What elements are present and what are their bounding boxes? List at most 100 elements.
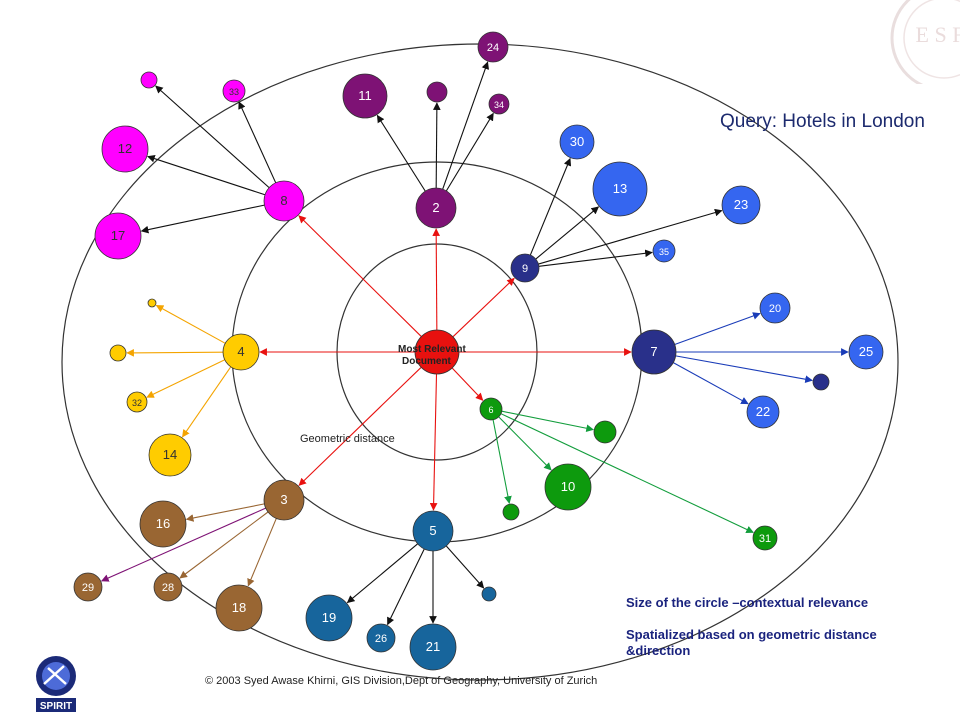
node-n9 — [510, 253, 540, 283]
edge-center-n9 — [452, 277, 515, 338]
node-label-n10: 10 — [561, 479, 575, 494]
node-label-n33: 33 — [229, 87, 239, 97]
university-seal: E S F — [890, 0, 960, 84]
edge-center-n2 — [432, 228, 441, 331]
edge-center-n6 — [451, 367, 484, 401]
node-n33 — [222, 79, 246, 103]
edge-center-n3 — [298, 366, 422, 486]
edge-n4-n14 — [182, 366, 232, 438]
spirit-logo: SPIRIT — [36, 656, 76, 712]
node-n10 — [544, 463, 592, 511]
edge-n6-u_green_b — [492, 419, 512, 504]
edge-n8-u_magenta — [155, 85, 270, 189]
node-u_teal — [481, 586, 497, 602]
edge-n4-n32 — [146, 359, 226, 398]
center-label: Most Relevant Document — [398, 344, 466, 368]
center-label-line2: Document — [402, 356, 451, 367]
node-u_green_b — [502, 503, 520, 521]
node-label-n25: 25 — [859, 344, 873, 359]
node-n23 — [721, 185, 761, 225]
node-u_green_a — [593, 420, 617, 444]
note-spatialized: Spatialized based on geometric distance — [626, 627, 877, 642]
node-label-n11: 11 — [358, 88, 372, 103]
node-label-n6: 6 — [488, 405, 493, 415]
node-label-n20: 20 — [769, 303, 781, 315]
node-label-n9: 9 — [522, 263, 528, 275]
node-label-n26: 26 — [375, 633, 387, 645]
note-direction: &direction — [626, 643, 691, 658]
edge-n9-n35 — [538, 249, 653, 267]
node-label-n19: 19 — [322, 610, 336, 625]
edge-n5-u_teal — [445, 545, 485, 589]
edge-n5-n26 — [387, 548, 425, 626]
node-label-n34: 34 — [494, 100, 504, 110]
edge-n6-n10 — [498, 416, 552, 471]
node-n8 — [263, 180, 305, 222]
node-label-n28: 28 — [162, 582, 174, 594]
node-n11 — [342, 73, 388, 119]
edge-n7-u_navy — [675, 355, 813, 383]
edge-n4-u_gold — [126, 349, 224, 357]
node-n24 — [477, 31, 509, 63]
geometric-distance-label: Geometric distance — [300, 433, 395, 445]
node-n12 — [101, 125, 149, 173]
node-label-n14: 14 — [163, 447, 177, 462]
edge-n7-n22 — [673, 362, 749, 405]
node-label-n18: 18 — [232, 600, 246, 615]
node-n5 — [412, 510, 454, 552]
spirit-logo-text: SPIRIT — [40, 701, 72, 712]
node-label-n30: 30 — [570, 134, 584, 149]
edge-n5-n19 — [346, 543, 419, 604]
node-n19 — [305, 594, 353, 642]
nodes-layer: 2345678910111213141617181920212223242526… — [73, 31, 884, 671]
edge-n2-u_purple — [432, 102, 441, 189]
edge-n3-n29 — [101, 507, 266, 582]
node-label-n17: 17 — [111, 228, 125, 243]
node-center — [414, 329, 460, 375]
node-n35 — [652, 239, 676, 263]
node-u_gold — [109, 344, 127, 362]
node-label-n16: 16 — [156, 516, 170, 531]
node-n6 — [479, 397, 503, 421]
node-label-n29: 29 — [82, 582, 94, 594]
node-n28 — [153, 572, 183, 602]
node-label-n7: 7 — [650, 344, 657, 359]
edge-n6-u_green_a — [501, 410, 594, 433]
node-label-n23: 23 — [734, 197, 748, 212]
edge-n6-n31 — [500, 413, 754, 533]
node-label-n21: 21 — [426, 639, 440, 654]
node-n30 — [559, 124, 595, 160]
edge-n9-n13 — [535, 206, 600, 260]
node-u_magenta — [140, 71, 158, 89]
node-label-n5: 5 — [429, 523, 436, 538]
node-n2 — [415, 187, 457, 229]
node-n4 — [222, 333, 260, 371]
node-n26 — [366, 623, 396, 653]
node-n13 — [592, 161, 648, 217]
edge-n8-n33 — [238, 101, 277, 184]
node-n16 — [139, 500, 187, 548]
edge-n4-u_gold_small — [155, 304, 226, 344]
edge-center-n5 — [429, 373, 438, 511]
edge-n8-n17 — [140, 204, 265, 234]
edge-n3-n28 — [179, 511, 269, 579]
node-label-n22: 22 — [756, 404, 770, 419]
node-label-n3: 3 — [280, 492, 287, 507]
edge-n3-n16 — [185, 503, 265, 522]
node-n14 — [148, 433, 192, 477]
node-u_navy — [812, 373, 830, 391]
query-title: Query: Hotels in London — [720, 111, 925, 132]
node-n25 — [848, 334, 884, 370]
node-label-n13: 13 — [613, 181, 627, 196]
node-label-n4: 4 — [237, 344, 244, 359]
node-n18 — [215, 584, 263, 632]
node-n3 — [263, 479, 305, 521]
copyright-text: © 2003 Syed Awase Khirni, GIS Division,D… — [205, 675, 598, 687]
node-n7 — [631, 329, 677, 375]
legend-notes: Size of the circle –contextual relevance… — [626, 595, 877, 659]
node-n34 — [488, 93, 510, 115]
node-u_gold_small — [147, 298, 157, 308]
edge-center-n8 — [298, 215, 422, 337]
edge-n7-n20 — [674, 312, 761, 345]
